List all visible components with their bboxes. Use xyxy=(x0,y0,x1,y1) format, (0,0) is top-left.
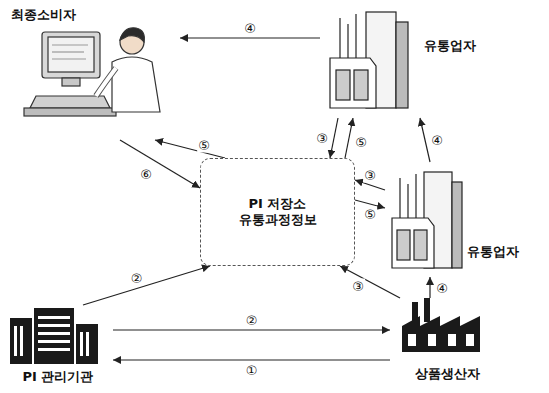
step-number: ⑤ xyxy=(354,135,368,150)
step-number: ② xyxy=(245,313,259,328)
flow-arrow xyxy=(420,118,430,162)
flow-arrow xyxy=(120,140,200,188)
step-number: ② xyxy=(130,270,144,285)
node-label: 상품생산자 xyxy=(413,366,482,382)
flow-arrow xyxy=(340,266,400,298)
distributor-node: 유통업자 xyxy=(320,8,495,118)
flow-arrow xyxy=(155,140,225,158)
step-number: ③ xyxy=(315,131,329,146)
node-label: 유통업자 xyxy=(465,244,521,260)
flow-arrow xyxy=(113,329,390,330)
step-number: ③ xyxy=(363,168,377,183)
consumer-node: 최종소비자 xyxy=(5,5,180,140)
factory-icon xyxy=(402,298,480,352)
step-number: ③ xyxy=(351,279,365,294)
distributor-building xyxy=(330,12,408,108)
agency-building xyxy=(10,308,98,364)
flow-arrow xyxy=(83,266,210,305)
step-number: ④ xyxy=(243,21,257,36)
distributor-node: 유통업자 xyxy=(385,162,545,277)
node-label: PI 저장소 xyxy=(247,196,309,212)
step-number: ⑤ xyxy=(363,207,377,222)
node-label: 유통과정정보 xyxy=(237,212,319,228)
producer-node: 상품생산자 xyxy=(390,298,505,390)
flow-arrow xyxy=(429,277,430,298)
step-number: ④ xyxy=(430,133,444,148)
flow-arrow xyxy=(113,359,390,360)
repository-box: PI 저장소유통과정정보 xyxy=(200,158,355,266)
flow-arrow xyxy=(330,118,338,158)
distributor-building xyxy=(392,172,462,268)
step-number: ⑤ xyxy=(197,138,211,153)
step-number: ⑥ xyxy=(139,167,153,182)
agency-node: PI 관리기관 xyxy=(3,305,113,390)
consumer-icon xyxy=(24,28,160,116)
step-number: ① xyxy=(245,363,259,378)
step-number: ④ xyxy=(435,280,449,295)
node-label: 유통업자 xyxy=(422,38,478,54)
node-label: PI 관리기관 xyxy=(21,369,96,385)
flow-arrow xyxy=(345,118,353,158)
node-label: 최종소비자 xyxy=(9,7,78,23)
flow-arrow xyxy=(180,37,320,38)
